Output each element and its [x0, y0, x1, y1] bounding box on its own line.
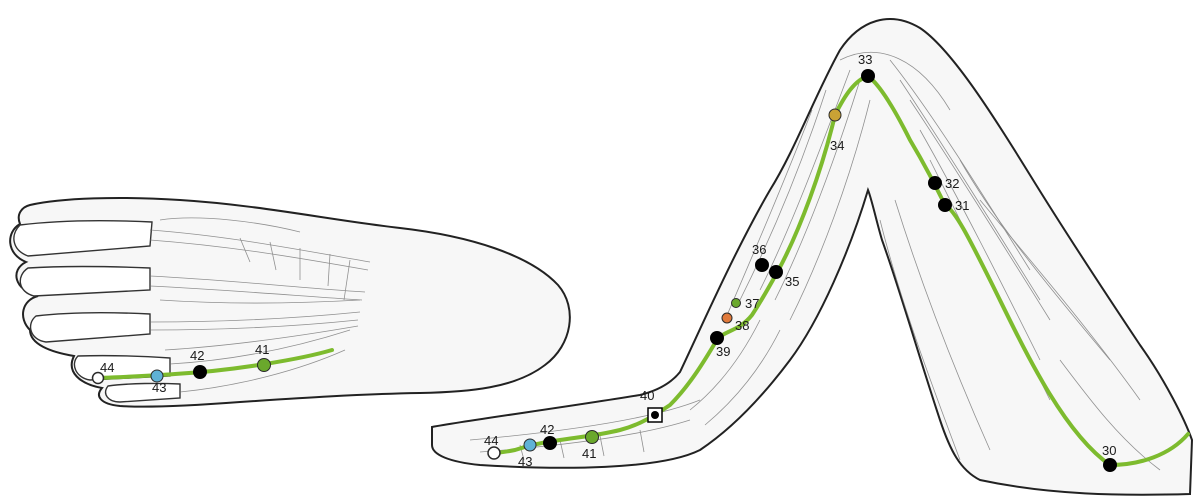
leg-point-37-label: 37 [745, 296, 759, 311]
leg-point-30-label: 30 [1102, 443, 1116, 458]
leg-point-38-label: 38 [735, 318, 749, 333]
leg-point-31-label: 31 [955, 198, 969, 213]
leg-point-42-label: 42 [540, 422, 554, 437]
leg-point-33-label: 33 [858, 52, 872, 67]
leg-point-36-label: 36 [752, 242, 766, 257]
toe-bone-5 [106, 383, 180, 402]
leg-point-39-label: 39 [716, 344, 730, 359]
leg-point-44-label: 44 [484, 433, 498, 448]
foot-point-41: 41 [255, 342, 271, 372]
leg-point-43-label: 43 [518, 454, 532, 469]
foot-dorsal-view: 44 43 42 41 [10, 198, 570, 407]
leg-point-30: 30 [1102, 443, 1117, 472]
toe-bone-2 [20, 267, 150, 297]
foot-point-44-label: 44 [100, 360, 114, 375]
leg-lateral-view: 30 31 32 33 34 35 36 37 [432, 19, 1192, 495]
leg-point-34-label: 34 [830, 138, 844, 153]
leg-point-40-label: 40 [640, 388, 654, 403]
foot-point-41-label: 41 [255, 342, 269, 357]
leg-point-32-label: 32 [945, 176, 959, 191]
foot-point-42-label: 42 [190, 348, 204, 363]
foot-point-43-label: 43 [152, 380, 166, 395]
leg-point-35-label: 35 [785, 274, 799, 289]
leg-point-41-label: 41 [582, 446, 596, 461]
